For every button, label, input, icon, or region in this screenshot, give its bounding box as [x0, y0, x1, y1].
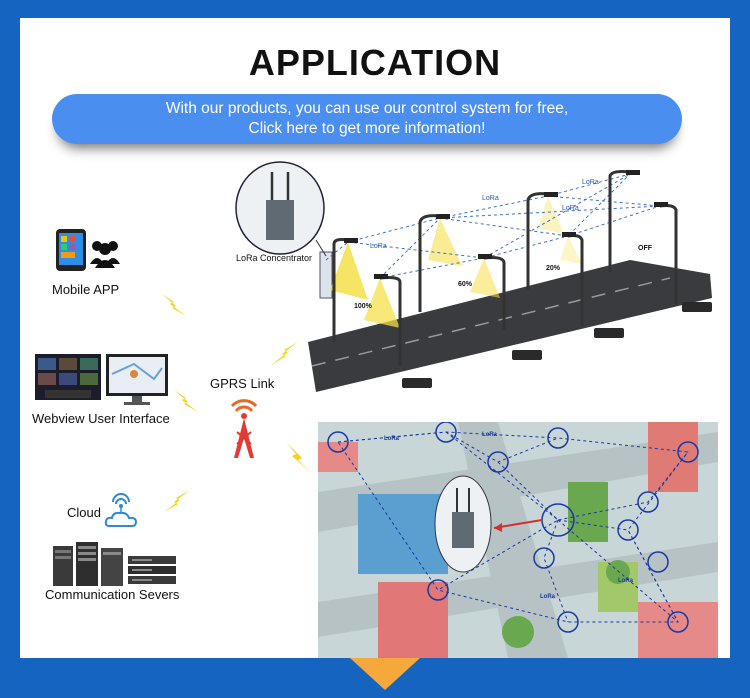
map-monitor-icon	[106, 354, 168, 405]
gateway-device-icon	[452, 512, 474, 548]
lightning-icon	[270, 342, 298, 366]
servers-label: Communication Severs	[45, 587, 180, 602]
gateway-device-icon	[266, 200, 294, 240]
level-60: 60%	[458, 281, 473, 288]
chevron-down-icon[interactable]	[350, 658, 420, 690]
city-map: LoRa LoRa LoRa LoRa	[318, 422, 718, 658]
concentrator-label: LoRa Concentrator	[236, 253, 313, 263]
mobile-app-label: Mobile APP	[52, 282, 120, 297]
lora-label: LoRa	[482, 195, 499, 202]
lora-label: LoRa	[562, 205, 579, 212]
page-title: APPLICATION	[248, 42, 502, 83]
lightning-icon	[174, 390, 198, 412]
gprs-link-label: GPRS Link	[210, 376, 275, 391]
road	[308, 260, 712, 392]
cloud-label: Cloud	[67, 505, 101, 520]
level-100: 100%	[354, 303, 373, 310]
lora-label: LoRa	[370, 243, 387, 250]
info-banner-button[interactable]: With our products, you can use our contr…	[52, 94, 682, 144]
radio-tower-icon	[230, 399, 258, 458]
level-off: OFF	[638, 245, 653, 252]
users-icon	[90, 241, 120, 268]
lightning-icon	[164, 490, 190, 512]
webview-label: Webview User Interface	[32, 411, 170, 426]
level-20: 20%	[546, 265, 561, 272]
lightning-icon	[286, 442, 310, 472]
server-tower-icon	[53, 542, 123, 586]
lora-label: LoRa	[582, 179, 599, 186]
lightning-icon	[162, 294, 186, 316]
smartphone-icon	[56, 229, 86, 271]
lora-label: LoRa	[540, 594, 556, 600]
rack-server-icon	[128, 556, 176, 584]
banner-line-1: With our products, you can use our contr…	[165, 100, 569, 117]
banner-line-2: Click here to get more information!	[248, 120, 486, 137]
lora-label: LoRa	[482, 432, 498, 438]
street-scene: LoRa LoRa LoRa LoRa 100% 60% 20% OFF	[235, 161, 712, 392]
cloud-wifi-icon	[104, 493, 138, 527]
lora-label: LoRa	[384, 436, 400, 442]
lora-label: LoRa	[618, 578, 634, 584]
monitor-wall-icon	[35, 354, 101, 400]
